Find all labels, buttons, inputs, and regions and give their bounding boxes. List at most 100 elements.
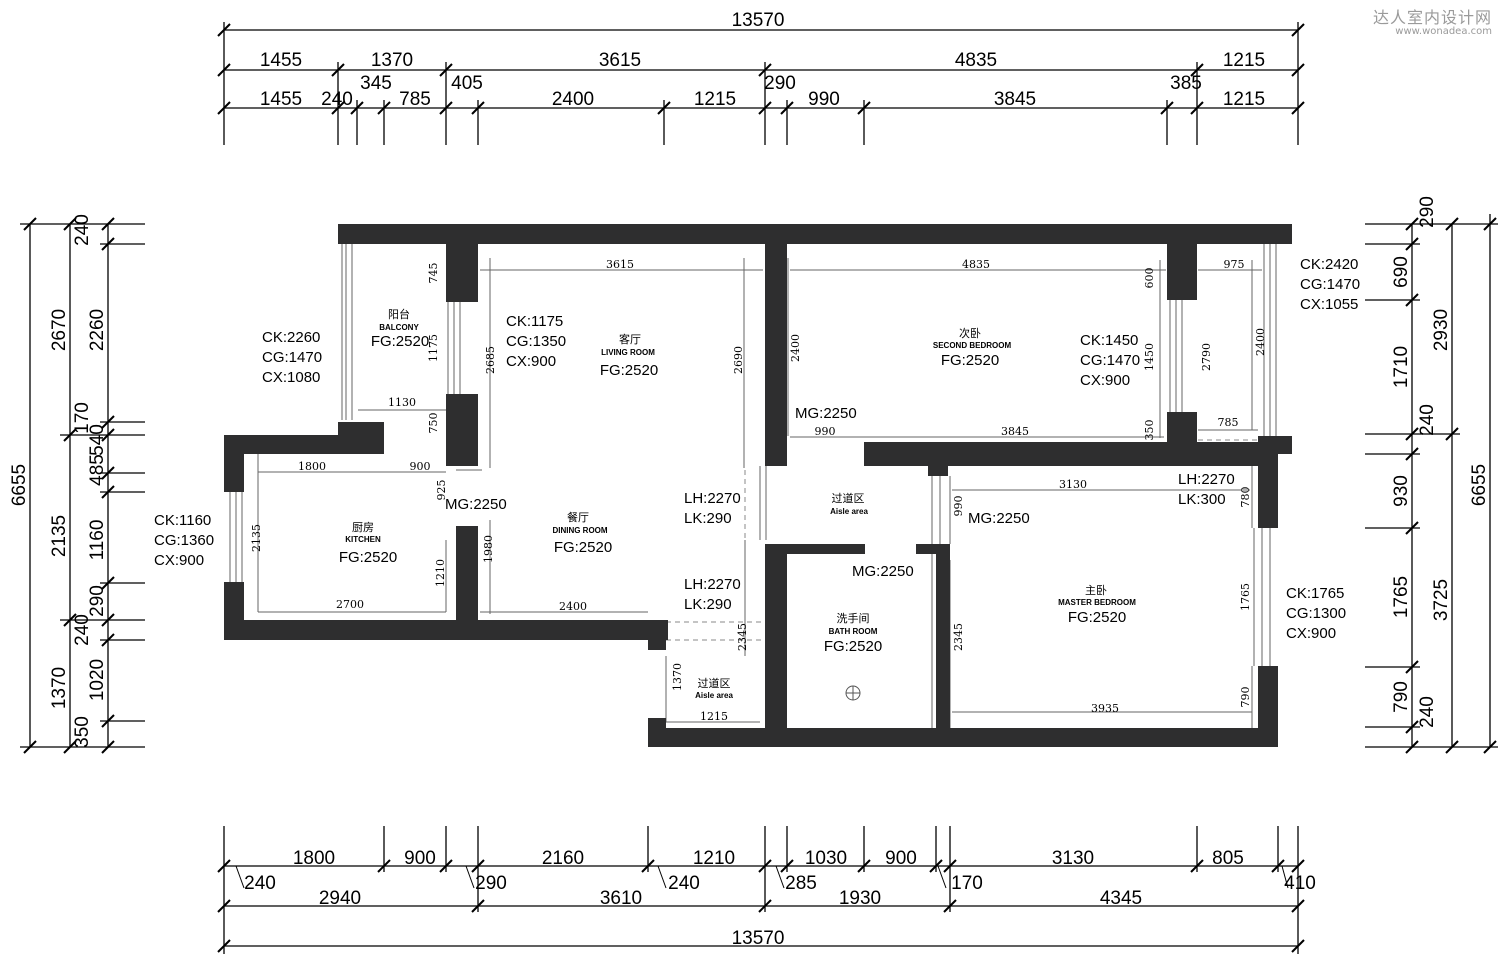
- wall-second-east-b: [1167, 412, 1197, 442]
- dim-label: 1800: [293, 848, 335, 869]
- room-en: KITCHEN: [345, 535, 381, 544]
- top-dim-text: 13570 1455 1370 3615 4835 1215 1455 240 …: [260, 10, 1265, 110]
- dim-label: 1215: [1223, 89, 1265, 110]
- dim-label: 1030: [805, 848, 847, 869]
- dim-label: 1765: [1391, 576, 1412, 618]
- dim-label: 285: [785, 873, 817, 894]
- dim-label: 540: [87, 424, 108, 456]
- dim-label: 6655: [1469, 464, 1490, 506]
- dim-label: 240: [321, 89, 353, 110]
- dim-label: 805: [1212, 848, 1244, 869]
- dim-small: 2345: [952, 623, 965, 651]
- wall-bath-north: [765, 544, 865, 554]
- room-aisle1: 过道区 Aisle area: [830, 491, 868, 516]
- room-cn: 主卧: [1085, 584, 1107, 597]
- wall-balcony-inner-b: [446, 394, 478, 466]
- bottom-dimensions: [223, 826, 1299, 954]
- wall-second-south: [864, 442, 1258, 466]
- note: CG:1470: [262, 349, 322, 366]
- bottom-dim-text: 1800 900 2160 1210 1030 900 3130 805 240…: [244, 848, 1316, 949]
- wall-north: [338, 224, 1292, 244]
- dim-small: 1210: [434, 559, 447, 587]
- note: CX:900: [506, 353, 556, 370]
- dim-small: 1450: [1143, 343, 1156, 371]
- dim-label: 240: [668, 873, 700, 894]
- dim-label: 2930: [1431, 309, 1452, 351]
- dim-small: 990: [815, 425, 836, 438]
- dim-small: 785: [1218, 416, 1239, 429]
- dim-small: 2790: [1200, 343, 1213, 371]
- note: LK:290: [684, 596, 732, 613]
- dim-label: 785: [399, 89, 431, 110]
- dim-label: 13570: [732, 10, 785, 31]
- dim-label: 410: [1284, 873, 1316, 894]
- room-fg: FG:2520: [554, 539, 612, 556]
- dim-label: 485: [87, 454, 108, 486]
- dim-label: 900: [885, 848, 917, 869]
- dim-label: 13570: [732, 928, 785, 949]
- right-dim-text: 290 690 2930 1710 240 930 6655 1765 3725…: [1391, 196, 1490, 728]
- note: MG:2250: [968, 510, 1030, 527]
- watermark-url: www.wonadea.com: [1395, 26, 1492, 37]
- wall-kitchen-east: [456, 526, 478, 640]
- bottom-ticks: [217, 859, 1305, 953]
- dim-label: 6655: [9, 464, 30, 506]
- dim-small: 2400: [789, 334, 802, 362]
- dim-label: 1160: [87, 520, 108, 561]
- dim-small: 4835: [962, 258, 990, 271]
- dim-label: 2160: [542, 848, 584, 869]
- room-balcony: 阳台 BALCONY FG:2520: [371, 307, 429, 350]
- top-ticks: [217, 23, 1305, 115]
- dim-small: 975: [1224, 258, 1245, 271]
- wall-south: [648, 728, 1278, 747]
- room-en: Aisle area: [830, 507, 868, 516]
- dim-label: 790: [1391, 681, 1412, 713]
- dim-label: 930: [1391, 475, 1412, 507]
- dim-small: 3845: [1001, 425, 1029, 438]
- dim-small: 745: [427, 263, 440, 284]
- room-kitchen: 厨房 KITCHEN FG:2520: [339, 521, 397, 566]
- dim-label: 690: [1391, 256, 1412, 288]
- dim-label: 290: [475, 873, 507, 894]
- wall-bath-east: [936, 544, 950, 747]
- room-fg: FG:2520: [941, 352, 999, 369]
- dim-label: 2260: [87, 309, 108, 351]
- wall-kitchen-west-a: [224, 435, 244, 492]
- room-aisle2: 过道区 Aisle area: [695, 676, 733, 700]
- dim-label: 4345: [1100, 888, 1142, 909]
- dim-label: 3845: [994, 89, 1036, 110]
- note: CG:1350: [506, 333, 566, 350]
- dim-label: 240: [244, 873, 276, 894]
- dim-label: 1215: [1223, 50, 1265, 71]
- room-en: MASTER BEDROOM: [1058, 598, 1136, 607]
- dim-label: 2940: [319, 888, 361, 909]
- wall-living-divider: [765, 244, 787, 466]
- dim-label: 385: [1170, 73, 1202, 94]
- note: MG:2250: [445, 496, 507, 513]
- wall-aisle-west: [648, 620, 666, 650]
- note: CK:1765: [1286, 585, 1344, 602]
- dim-small: 1215: [700, 710, 728, 723]
- note: CK:1175: [506, 313, 563, 330]
- dim-small: 2400: [559, 600, 587, 613]
- room-en: Aisle area: [695, 691, 733, 700]
- note: LK:300: [1178, 491, 1226, 508]
- note: LK:290: [684, 510, 732, 527]
- wall-south-west: [224, 620, 668, 640]
- note: CG:1470: [1080, 352, 1140, 369]
- dim-label: 1455: [260, 89, 302, 110]
- room-fg: FG:2520: [824, 638, 882, 655]
- wall-kitchen-top: [224, 435, 384, 454]
- note: CK:1450: [1080, 332, 1138, 349]
- dim-label: 170: [951, 873, 983, 894]
- dim-label: 240: [72, 614, 93, 646]
- bottom-leaders: [235, 865, 1289, 889]
- room-fg: FG:2520: [1068, 609, 1126, 626]
- wall-east-upper: [1258, 436, 1278, 528]
- dim-label: 170: [72, 402, 93, 434]
- wall-east-lower: [1258, 666, 1278, 747]
- note: CX:900: [1286, 625, 1336, 642]
- room-en: BATH ROOM: [829, 627, 878, 636]
- room-labels: 阳台 BALCONY FG:2520 客厅 LIVING ROOM FG:252…: [339, 307, 1136, 700]
- left-ticks: [23, 217, 115, 754]
